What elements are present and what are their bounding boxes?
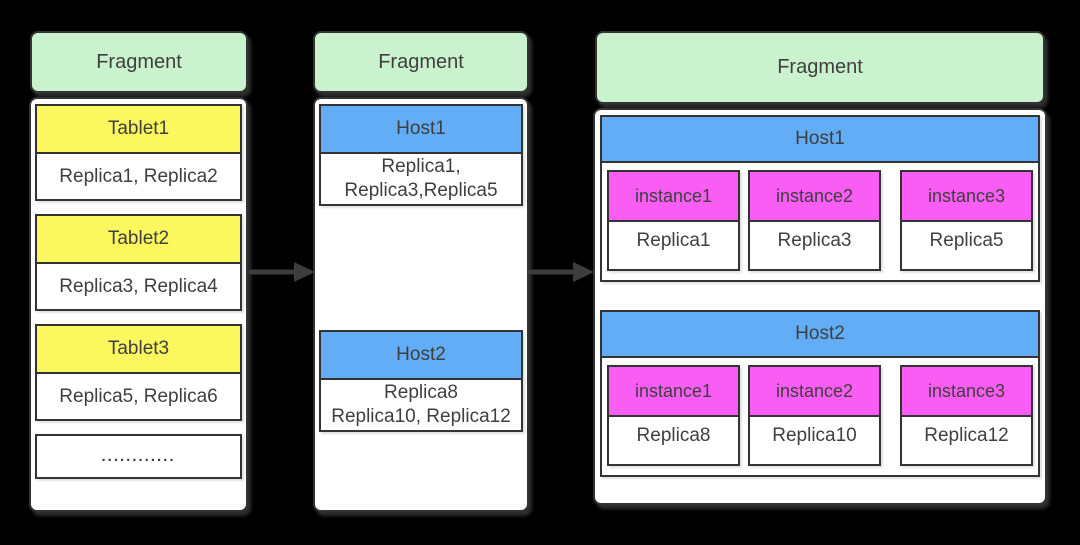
tablet1-replicas: Replica1, Replica2	[37, 152, 240, 199]
tablet1-label: Tablet1	[37, 106, 240, 152]
host2-label: Host2	[602, 312, 1038, 356]
instance2-label: instance2	[750, 172, 879, 220]
more-tablets-ellipsis: ............	[35, 434, 242, 479]
arrow-right-icon	[528, 262, 594, 282]
tablet3-box: Tablet3 Replica5, Replica6	[35, 324, 242, 421]
host1-label: Host1	[321, 106, 521, 152]
host2-replicas-line2: Replica10, Replica12	[331, 406, 511, 427]
host2-replicas: Replica8 Replica10, Replica12	[321, 378, 521, 430]
host1-instances-box: Host1 instance1 Replica1 instance2 Repli…	[600, 115, 1040, 282]
host1-box: Host1 Replica1, Replica3,Replica5	[319, 104, 523, 206]
tablet2-replicas: Replica3, Replica4	[37, 262, 240, 309]
tablet2-label: Tablet2	[37, 216, 240, 262]
tablet3-label: Tablet3	[37, 326, 240, 372]
fragment-header-tablets: Fragment	[30, 31, 248, 93]
fragment-header-hosts: Fragment	[313, 31, 529, 93]
tablet3-replicas: Replica5, Replica6	[37, 372, 240, 419]
instance-card: instance2 Replica10	[748, 365, 881, 466]
host2-replicas-line1: Replica8	[384, 382, 458, 403]
instance3-replica: Replica12	[902, 415, 1031, 464]
host2-instances-box: Host2 instance1 Replica8 instance2 Repli…	[600, 310, 1040, 477]
instance-card: instance2 Replica3	[748, 170, 881, 271]
host2-label: Host2	[321, 332, 521, 378]
instance-card: instance3 Replica12	[900, 365, 1033, 466]
instance3-replica: Replica5	[902, 220, 1031, 269]
instance1-replica: Replica8	[609, 415, 738, 464]
host1-label: Host1	[602, 117, 1038, 161]
host1-replicas-line2: Replica3,Replica5	[344, 180, 498, 201]
instance3-label: instance3	[902, 367, 1031, 415]
host-list-container: Host1 Replica1, Replica3,Replica5 Host2 …	[313, 97, 529, 512]
host2-box: Host2 Replica8 Replica10, Replica12	[319, 330, 523, 432]
instance2-replica: Replica10	[750, 415, 879, 464]
instance1-label: instance1	[609, 172, 738, 220]
instance3-label: instance3	[902, 172, 1031, 220]
instance2-label: instance2	[750, 367, 879, 415]
tablet2-box: Tablet2 Replica3, Replica4	[35, 214, 242, 311]
fragment-header-instances: Fragment	[595, 31, 1045, 104]
instance-card: instance3 Replica5	[900, 170, 1033, 271]
tablet-list-container: Tablet1 Replica1, Replica2 Tablet2 Repli…	[29, 97, 248, 512]
instance-card: instance1 Replica1	[607, 170, 740, 271]
instance1-label: instance1	[609, 367, 738, 415]
arrow-right-icon	[249, 262, 315, 282]
host2-instance-row: instance1 Replica8 instance2 Replica10 i…	[602, 356, 1038, 475]
instance2-replica: Replica3	[750, 220, 879, 269]
instance-card: instance1 Replica8	[607, 365, 740, 466]
host1-replicas: Replica1, Replica3,Replica5	[321, 152, 521, 204]
host1-instance-row: instance1 Replica1 instance2 Replica3 in…	[602, 161, 1038, 280]
instance-host-container: Host1 instance1 Replica1 instance2 Repli…	[593, 108, 1047, 505]
host1-replicas-line1: Replica1,	[381, 156, 461, 177]
tablet1-box: Tablet1 Replica1, Replica2	[35, 104, 242, 201]
instance1-replica: Replica1	[609, 220, 738, 269]
